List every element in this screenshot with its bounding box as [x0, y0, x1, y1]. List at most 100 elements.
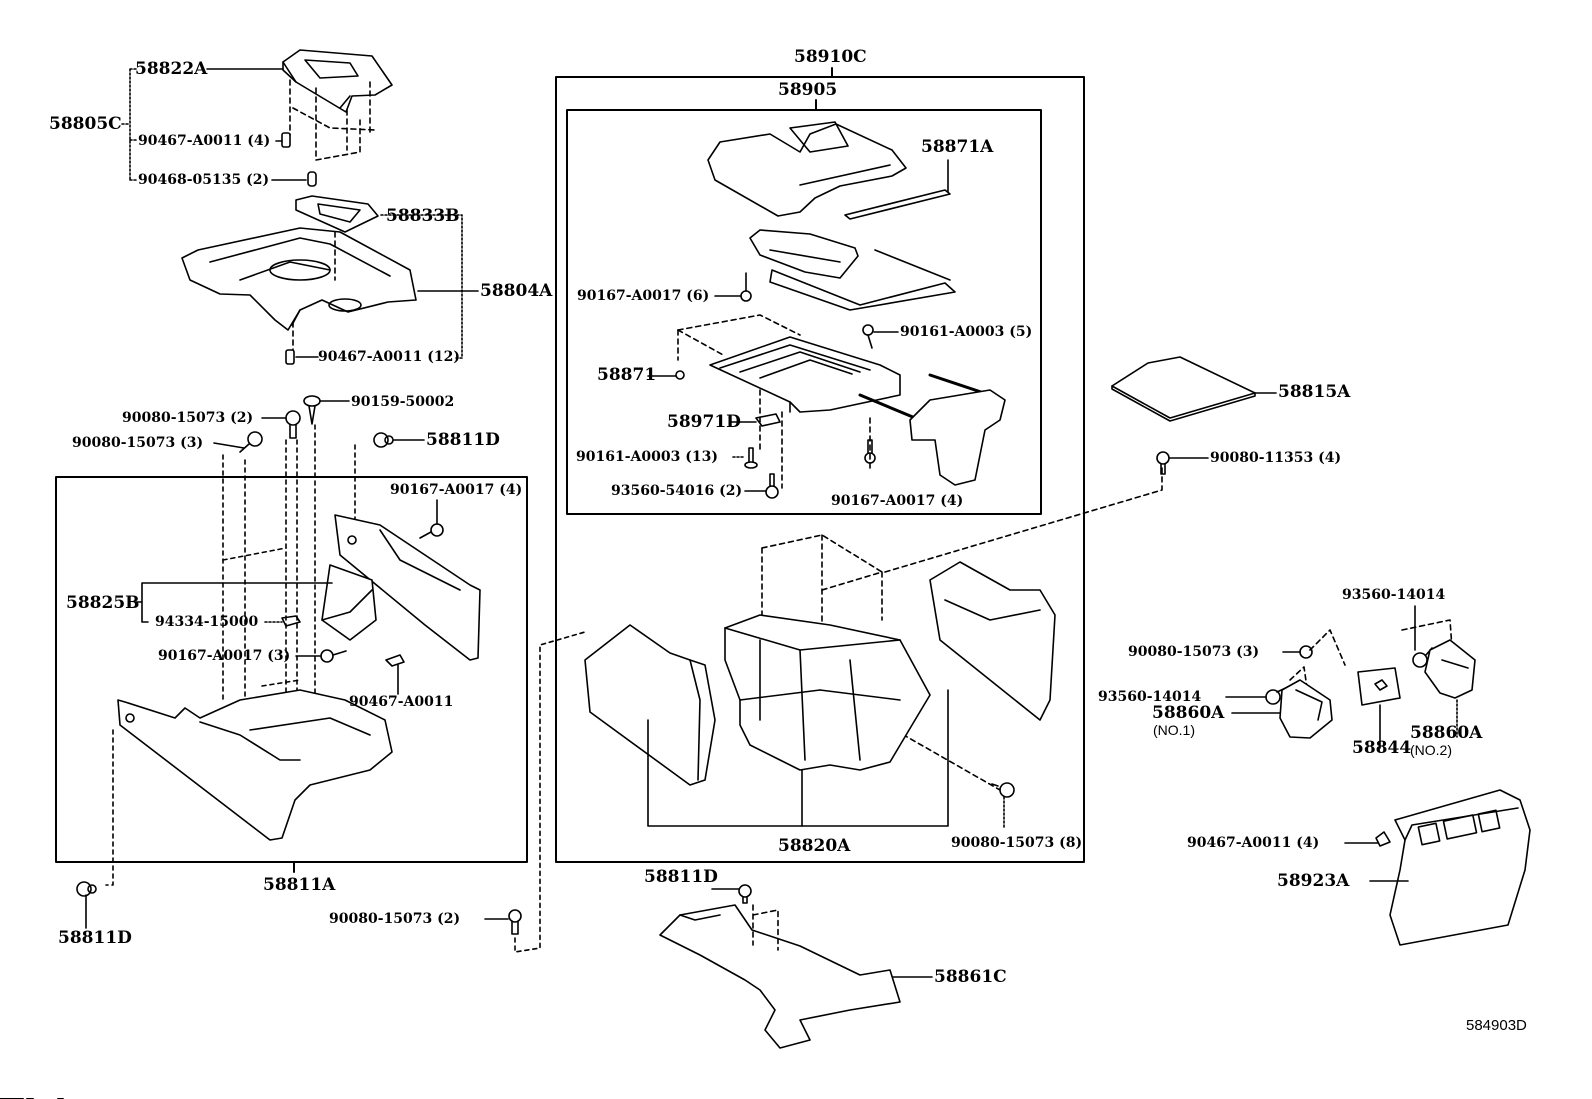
rear-console-cover-part	[1389, 789, 1531, 946]
illustration-reference-code: 584903D	[1466, 1017, 1527, 1034]
console-mat-part	[1111, 356, 1256, 422]
console-body-dash-lines	[761, 467, 1163, 791]
armrest-assy-group-frame	[555, 76, 1085, 863]
part-label-58860A-no2[interactable]: 58860A	[1410, 723, 1483, 743]
storage-pocket-part	[321, 564, 377, 641]
clip-icon	[1375, 831, 1391, 847]
part-label-90161-A0003-13[interactable]: 90161-A0003 (13)	[576, 449, 718, 465]
part-label-90167-A0017-4a[interactable]: 90167-A0017 (4)	[390, 482, 523, 498]
part-label-58833B[interactable]: 58833B	[386, 206, 460, 226]
screw-icon	[320, 649, 347, 663]
part-label-58804A[interactable]: 58804A	[480, 281, 553, 301]
part-label-90080-15073-2b[interactable]: 90080-15073 (2)	[329, 911, 461, 927]
part-label-90080-15073-3a[interactable]: 90080-15073 (3)	[72, 435, 204, 451]
armrest-lid-part	[707, 121, 907, 217]
console-body-part	[724, 614, 931, 771]
part-label-58871A[interactable]: 58871A	[921, 137, 994, 157]
part-label-90080-11353[interactable]: 90080-11353 (4)	[1210, 450, 1342, 466]
part-label-90467-A0011-4[interactable]: 90467-A0011 (4)	[138, 133, 271, 149]
dash-58811D-c	[752, 904, 779, 951]
part-label-90080-15073-8[interactable]: 90080-15073 (8)	[951, 835, 1083, 851]
part-label-90167-A0017-3[interactable]: 90167-A0017 (3)	[158, 648, 291, 664]
clip-icon	[281, 615, 301, 627]
group-label-58905[interactable]: 58905	[778, 80, 838, 100]
rear-vent-no1-part	[1279, 679, 1333, 739]
screw-icon	[419, 523, 444, 539]
group-bracket-58804A	[380, 214, 463, 359]
part-label-58971D[interactable]: 58971D	[667, 412, 741, 432]
part-label-90159-50002[interactable]: 90159-50002	[351, 394, 455, 410]
power-outlet-part	[1357, 667, 1401, 706]
part-label-58871[interactable]: 58871	[597, 365, 657, 385]
nut-icon	[307, 171, 317, 187]
part-label-58825B[interactable]: 58825B	[66, 593, 140, 613]
clip-icon	[675, 370, 685, 380]
group-label-58910C[interactable]: 58910C	[794, 47, 867, 67]
clip-icon	[281, 132, 291, 148]
part-label-90468-05135[interactable]: 90468-05135 (2)	[138, 172, 270, 188]
screw-icon	[862, 324, 874, 349]
clip-icon	[385, 654, 405, 667]
part-label-58860A-no1[interactable]: 58860A	[1152, 703, 1225, 723]
bolt-icon	[1156, 451, 1170, 475]
group-bracket-58805C	[121, 68, 137, 181]
clip-icon	[285, 349, 295, 365]
leader-90080-3a	[213, 442, 245, 449]
armrest-tray-dash-lines	[677, 314, 871, 489]
armrest-latch-part	[858, 373, 1006, 486]
part-sublabel-no2: (NO.2)	[1410, 742, 1452, 758]
upper-console-panel-part	[181, 227, 417, 331]
part-label-93560-14014-a[interactable]: 93560-14014	[1342, 587, 1446, 603]
console-body-callout-bracket	[647, 689, 949, 827]
part-label-90167-A0017-4b[interactable]: 90167-A0017 (4)	[831, 493, 964, 509]
console-left-panel-part	[584, 624, 716, 786]
clip-icon	[738, 884, 752, 904]
bolt-icon	[285, 410, 301, 439]
bolt-icon	[508, 909, 522, 935]
screw-icon	[740, 272, 752, 302]
group-label-58820A[interactable]: 58820A	[778, 836, 851, 856]
part-label-58811D-a[interactable]: 58811D	[426, 430, 500, 450]
screw-icon	[744, 447, 758, 469]
bolt-icon	[1299, 645, 1313, 659]
part-label-58811D-c[interactable]: 58811D	[644, 867, 718, 887]
bolt-icon	[765, 473, 779, 499]
part-label-93560-54016[interactable]: 93560-54016 (2)	[611, 483, 743, 499]
shift-bezel-part	[282, 49, 393, 113]
part-label-58805C[interactable]: 58805C	[49, 114, 122, 134]
screw-icon	[303, 395, 321, 425]
group-label-58811A[interactable]: 58811A	[263, 875, 336, 895]
part-label-58815A[interactable]: 58815A	[1278, 382, 1351, 402]
console-right-panel-part	[929, 561, 1056, 721]
part-label-58822A[interactable]: 58822A	[135, 59, 208, 79]
part-label-90167-A0017-6[interactable]: 90167-A0017 (6)	[577, 288, 710, 304]
cup-holder-ring-part	[295, 195, 379, 233]
part-label-93560-14014-b[interactable]: 93560-14014	[1098, 689, 1202, 705]
part-label-58811D-b[interactable]: 58811D	[58, 928, 132, 948]
part-label-90080-15073-2a[interactable]: 90080-15073 (2)	[122, 410, 254, 426]
part-label-58861C[interactable]: 58861C	[934, 967, 1007, 987]
bolt-icon	[239, 431, 263, 453]
bolt-icon	[991, 782, 1015, 798]
part-label-90467-A0011-12[interactable]: 90467-A0011 (12)	[318, 349, 460, 365]
console-lower-box-part	[117, 689, 393, 841]
shift-bezel-dash-lines	[289, 79, 377, 161]
armrest-seal-part	[844, 189, 951, 220]
screw-icon	[864, 439, 876, 464]
part-label-58844[interactable]: 58844	[1352, 738, 1412, 758]
rear-vent-no2-part	[1424, 639, 1476, 699]
armrest-tray-part	[709, 336, 901, 413]
console-box-group-frame	[55, 476, 528, 863]
vent-dash-lines	[1289, 619, 1453, 689]
part-label-94334-15000[interactable]: 94334-15000	[155, 614, 259, 630]
part-label-90161-A0003-5[interactable]: 90161-A0003 (5)	[900, 324, 1033, 340]
rear-duct-part	[659, 904, 901, 1049]
armrest-sub-group-frame	[566, 109, 1042, 515]
part-label-90467-A0011-4b[interactable]: 90467-A0011 (4)	[1187, 835, 1320, 851]
part-label-58923A[interactable]: 58923A	[1277, 871, 1350, 891]
part-label-90080-15073-3b[interactable]: 90080-15073 (3)	[1128, 644, 1260, 660]
part-label-90467-A0011[interactable]: 90467-A0011	[349, 694, 454, 710]
clip-icon	[373, 432, 394, 448]
group-bracket-58825B	[134, 582, 333, 623]
